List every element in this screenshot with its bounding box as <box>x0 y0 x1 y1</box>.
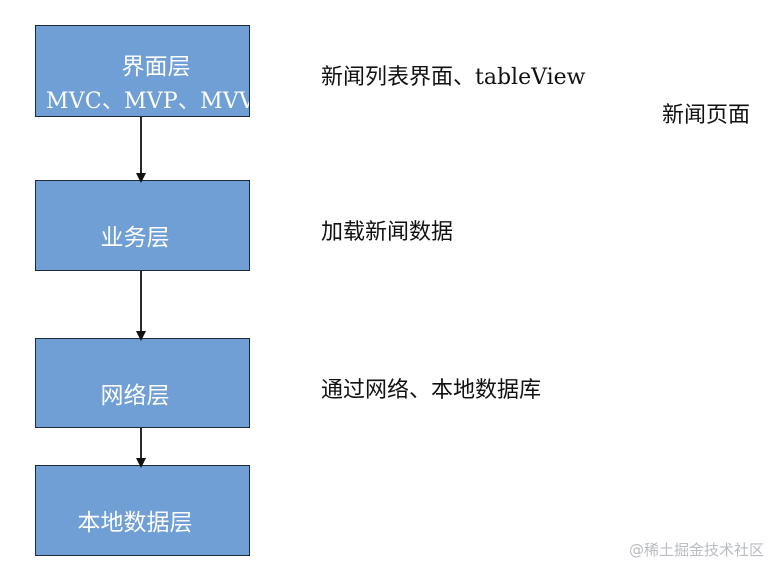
note-ui-layer: 新闻列表界面、tableView <box>321 65 586 90</box>
layer-local-data-title: 本地数据层 <box>77 510 193 536</box>
watermark: @稀土掘金技术社区 <box>628 541 764 559</box>
layer-network-title: 网络层 <box>100 383 170 409</box>
layer-ui-title: 界面层 <box>121 54 191 80</box>
note-ui-layer-secondary: 新闻页面 <box>662 103 751 128</box>
layer-ui-subtitle: MVC、MVP、MVVM <box>46 89 249 114</box>
note-business-layer: 加载新闻数据 <box>321 220 454 245</box>
layer-ui: 界面层 MVC、MVP、MVVM <box>35 25 250 117</box>
layer-business-title: 业务层 <box>100 225 170 251</box>
note-network-layer: 通过网络、本地数据库 <box>321 378 542 403</box>
layer-network: 网络层 <box>35 338 250 428</box>
layer-local-data: 本地数据层 <box>35 465 250 556</box>
